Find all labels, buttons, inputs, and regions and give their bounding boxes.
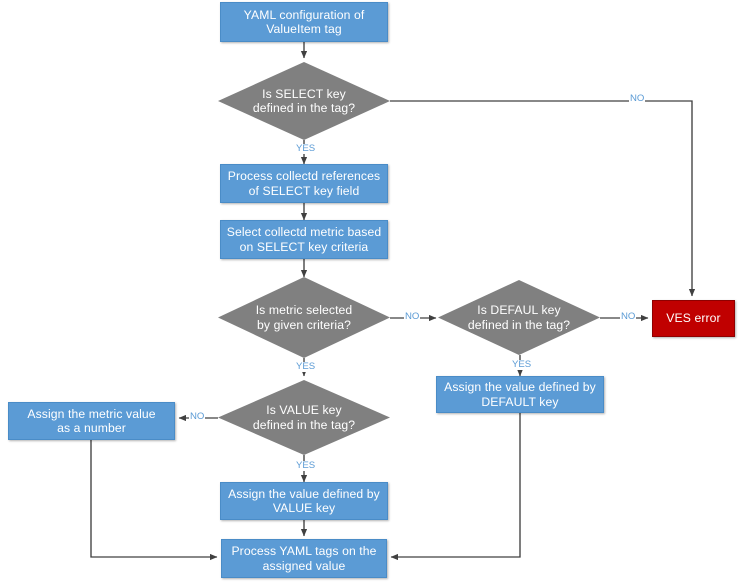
node-assign-default-value: Assign the value defined by DEFAULT key: [436, 376, 604, 413]
node-start: YAML configuration of ValueItem tag: [220, 2, 388, 42]
edge-label-defaul-no: NO: [620, 311, 637, 322]
node-decision-defaul-key: Is DEFAUL key defined in the tag?: [438, 280, 600, 355]
edge-label-select-yes: YES: [295, 143, 317, 154]
node-decision-select-key: Is SELECT key defined in the tag?: [218, 62, 390, 140]
edge-label-value-no: NO: [189, 411, 206, 422]
edge-label-metric-no: NO: [404, 311, 421, 322]
edge-label-defaul-yes: YES: [511, 359, 533, 370]
node-ves-error: VES error: [652, 300, 735, 337]
node-select-collectd-metric: Select collectd metric based on SELECT k…: [220, 220, 388, 259]
edge-default-to-yaml: [390, 413, 521, 561]
node-process-yaml-tags: Process YAML tags on the assigned value: [221, 539, 387, 578]
edge-label-metric-yes: YES: [295, 361, 317, 372]
node-process-collectd-references: Process collectd references of SELECT ke…: [220, 164, 388, 203]
node-assign-metric-number: Assign the metric value as a number: [8, 402, 175, 440]
node-assign-value-key: Assign the value defined by VALUE key: [220, 482, 388, 520]
edge-label-select-no: NO: [629, 93, 646, 104]
edge-number-to-yaml: [90, 440, 218, 561]
node-decision-metric-selected: Is metric selected by given criteria?: [218, 277, 390, 358]
edge-label-value-yes: YES: [295, 460, 317, 471]
edge-select-no: [390, 100, 696, 297]
node-decision-value-key: Is VALUE key defined in the tag?: [218, 380, 390, 455]
